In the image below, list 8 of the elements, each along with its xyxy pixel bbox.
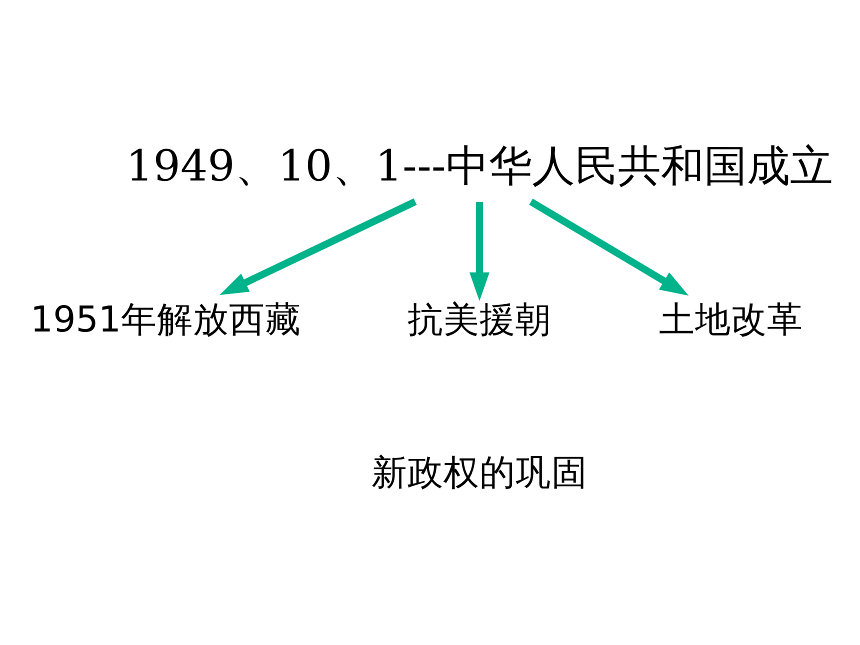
node-text: 1951年解放西藏 [30,299,302,340]
arrow [529,198,689,296]
node-text: 抗美援朝 [407,299,552,340]
node-text: 1949、10、1---中华人民共和国成立 [126,141,833,192]
arrow [220,198,417,296]
node-text: 土地改革 [658,299,803,340]
arrow [469,202,490,302]
label: 新政权的巩固 [371,452,588,494]
